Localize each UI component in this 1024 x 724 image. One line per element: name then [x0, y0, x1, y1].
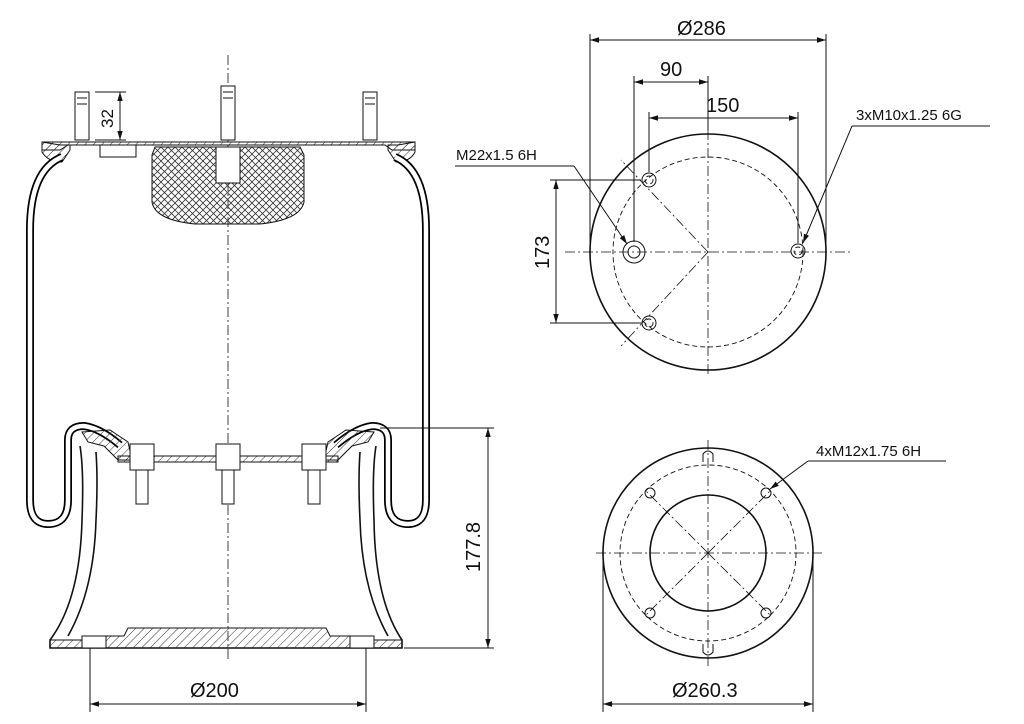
offset-173-label: 173: [532, 236, 554, 269]
piston-diameter-label: Ø260.3: [672, 680, 738, 702]
top-view: Ø286 90 150 173 M22x1.5 6H 3xM10x1.25 6G: [455, 18, 990, 374]
air-port-label: M22x1.5 6H: [456, 147, 537, 164]
bottom-nut-left: [81, 635, 107, 649]
bumper: [151, 146, 305, 225]
bottom-diameter-label: Ø200: [190, 680, 239, 702]
bottom-stud-holes: [644, 487, 772, 619]
top-nut: [99, 144, 137, 158]
top-stud-holes: [641, 172, 806, 331]
bumper-insert: [215, 146, 241, 184]
bottom-studs: [129, 443, 327, 505]
offset-90-label: 90: [660, 59, 682, 81]
top-studs-label: 3xM10x1.25 6G: [856, 107, 962, 124]
side-view: 32 177.8 Ø200: [26, 55, 494, 712]
bottom-view: 4xM12x1.75 6H Ø260.3: [596, 440, 946, 712]
bellow-inner: [27, 154, 429, 527]
piston-inner: [67, 451, 389, 637]
stud-height-label: 32: [98, 109, 117, 128]
bottom-nut-right: [349, 635, 375, 649]
top-diameter-label: Ø286: [677, 18, 726, 40]
spacing-150-label: 150: [706, 95, 739, 117]
bottom-locator-slots: [702, 450, 714, 656]
piston-height-label: 177.8: [463, 522, 485, 572]
bottom-studs-label: 4xM12x1.75 6H: [816, 443, 921, 460]
top-studs: [74, 85, 378, 141]
